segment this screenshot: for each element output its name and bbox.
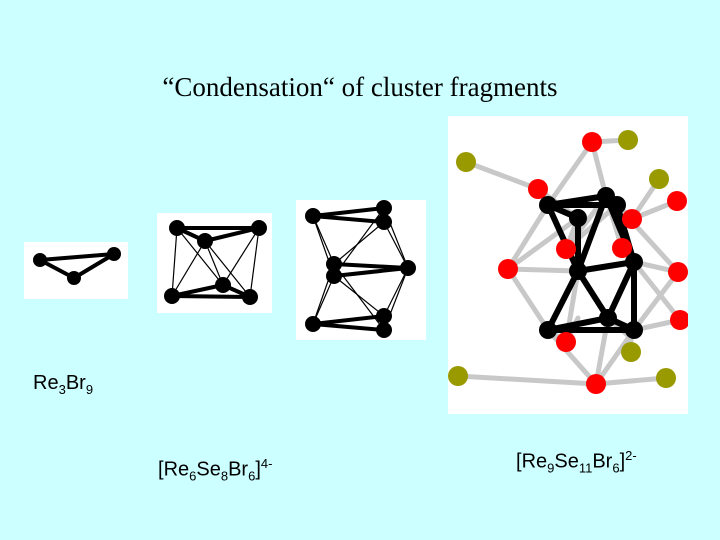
element-symbol: Br <box>65 372 86 394</box>
re-atom <box>197 233 213 249</box>
re-atom <box>215 277 231 293</box>
bracket: ] <box>255 458 261 481</box>
re3-cluster-panel <box>24 242 128 299</box>
element-symbol: Re <box>163 458 190 481</box>
re-atom <box>33 253 47 267</box>
subscript: 3 <box>58 382 66 397</box>
re-atom <box>107 247 121 261</box>
se-atom <box>556 332 576 352</box>
re-atom <box>625 321 643 339</box>
re6-cluster-panel <box>157 213 272 313</box>
element-symbol: Re <box>521 450 548 473</box>
re9se11br6-cluster-panel <box>448 116 688 414</box>
se-atom <box>668 262 688 282</box>
charge: 2- <box>625 448 637 463</box>
re-atom <box>305 316 321 332</box>
subscript: 8 <box>220 468 229 484</box>
bracket: [ <box>158 458 164 481</box>
br-atom <box>621 342 641 362</box>
re-atom <box>539 321 557 339</box>
element-symbol: Br <box>228 458 249 481</box>
se-atom <box>670 310 688 330</box>
subscript: 6 <box>189 468 197 484</box>
element-symbol: Se <box>196 458 221 481</box>
re-atom <box>326 256 342 272</box>
re-atom <box>305 208 321 224</box>
br-atom <box>618 130 638 150</box>
re-atom <box>376 200 392 216</box>
re9se11br6-cluster-diagram <box>448 130 688 394</box>
re3-cluster-diagram <box>33 247 121 285</box>
formula-re6se8br6: [Re6Se8Br6]4- <box>158 456 272 484</box>
re-atom <box>242 289 258 305</box>
br-atom <box>656 368 676 388</box>
re-atom <box>400 260 416 276</box>
br-atom <box>456 152 476 172</box>
re-atom <box>569 209 587 227</box>
formula-re3br9: Re3Br9 <box>33 372 93 397</box>
charge: 4- <box>260 456 273 471</box>
se-atom <box>528 179 548 199</box>
se-atom <box>582 132 602 152</box>
br-atom <box>448 366 468 386</box>
br-atom <box>649 169 669 189</box>
re-atom <box>169 220 185 236</box>
element-symbol: Br <box>592 450 613 473</box>
re-atom <box>599 309 617 327</box>
se-atom <box>622 209 642 229</box>
bracket: [ <box>516 450 522 473</box>
slide-title: “Condensation“ of cluster fragments <box>162 72 558 102</box>
formula-re9se11br6: [Re9Se11Br6]2- <box>516 448 637 476</box>
re-atom <box>376 322 392 338</box>
bracket: ] <box>619 450 626 473</box>
re-atom <box>569 262 587 280</box>
re-atom <box>625 253 643 271</box>
re-atom <box>164 288 180 304</box>
se-atom <box>586 374 606 394</box>
subscript: 9 <box>547 460 555 476</box>
re-atom <box>539 196 557 214</box>
se-atom <box>612 238 632 258</box>
re6-cluster-diagram <box>164 220 267 305</box>
subscript: 9 <box>85 382 94 397</box>
element-symbol: Re <box>33 372 59 394</box>
re-atom <box>376 214 392 230</box>
subscript: 6 <box>248 468 256 484</box>
se-atom <box>498 259 518 279</box>
re-atom <box>251 220 267 236</box>
re9-metal-cluster-panel <box>296 200 426 340</box>
element-symbol: Se <box>554 450 579 473</box>
re-atom <box>326 268 342 284</box>
re-atom <box>608 196 626 214</box>
subscript: 11 <box>578 460 593 476</box>
subscript: 6 <box>612 460 620 476</box>
se-atom <box>667 191 687 211</box>
re9-metal-cluster-diagram <box>305 200 416 338</box>
re-atom <box>67 271 81 285</box>
re-atom <box>376 308 392 324</box>
se-atom <box>556 239 576 259</box>
